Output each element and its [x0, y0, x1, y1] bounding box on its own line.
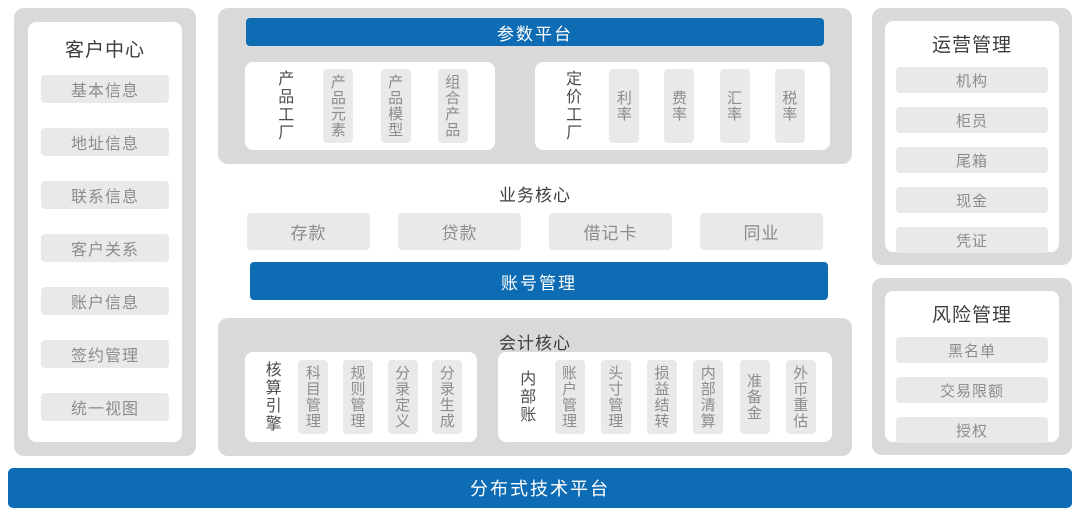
reserve-label: 准备金 — [745, 373, 763, 421]
pricing-factory-label: 定价工厂 — [563, 70, 583, 142]
internal-clearing-label: 内部清算 — [698, 365, 717, 429]
distributed-platform-bar: 分布式技术平台 — [8, 468, 1072, 508]
item-rule-mgmt: 规则管理 — [342, 360, 373, 434]
parameter-platform-header: 参数平台 — [246, 18, 824, 46]
account-management-bar: 账号管理 — [250, 262, 828, 300]
item-account-info: 账户信息 — [41, 287, 169, 315]
item-contract-mgmt: 签约管理 — [41, 340, 169, 368]
panel-risk-mgmt-card: 风险管理 黑名单 交易限额 授权 — [885, 291, 1059, 443]
product-combo-label: 组合产品 — [443, 74, 462, 138]
item-product-element: 产品元素 — [323, 69, 354, 143]
entry-definition-label: 分录定义 — [393, 365, 412, 429]
item-product-combo: 组合产品 — [437, 69, 468, 143]
item-reserve: 准备金 — [739, 360, 770, 434]
item-interbank: 同业 — [700, 213, 823, 250]
item-authorization: 授权 — [896, 417, 1048, 443]
item-entry-generation: 分录生成 — [432, 360, 463, 434]
item-tax-rate: 税率 — [774, 69, 805, 143]
panel-risk-mgmt: 风险管理 黑名单 交易限额 授权 — [872, 278, 1072, 455]
card-internal-account: 内部账 账户管理 头寸管理 损益结转 内部清算 准备金 外币重估 — [498, 352, 832, 442]
item-internal-clearing: 内部清算 — [693, 360, 724, 434]
fee-rate-label: 费率 — [669, 90, 688, 122]
item-contact-info: 联系信息 — [41, 181, 169, 209]
internal-account-label: 内部账 — [517, 370, 537, 424]
panel-parameter-platform: 参数平台 产品工厂 产品元素 产品模型 组合产品 定价工厂 利率 费率 汇率 税… — [218, 8, 852, 164]
item-entry-definition: 分录定义 — [387, 360, 418, 434]
position-mgmt-label: 头寸管理 — [606, 365, 625, 429]
risk-mgmt-list: 黑名单 交易限额 授权 — [885, 337, 1059, 443]
card-accounting-engine: 核算引擎 科目管理 规则管理 分录定义 分录生成 — [245, 352, 477, 442]
fx-revaluation-label: 外币重估 — [791, 365, 810, 429]
product-model-label: 产品模型 — [386, 74, 405, 138]
exchange-rate-label: 汇率 — [725, 90, 744, 122]
item-voucher: 凭证 — [896, 227, 1048, 253]
entry-generation-label: 分录生成 — [437, 365, 456, 429]
panel-customer-center: 客户中心 基本信息 地址信息 联系信息 客户关系 账户信息 签约管理 统一视图 — [14, 8, 196, 456]
item-basic-info: 基本信息 — [41, 75, 169, 103]
operations-mgmt-list: 机构 柜员 尾箱 现金 凭证 — [885, 67, 1059, 253]
item-fx-revaluation: 外币重估 — [785, 360, 816, 434]
item-loan: 贷款 — [398, 213, 521, 250]
tax-rate-label: 税率 — [780, 90, 799, 122]
item-pnl-carryover: 损益结转 — [647, 360, 677, 434]
product-factory-label: 产品工厂 — [275, 70, 295, 142]
item-fee-rate: 费率 — [664, 69, 695, 143]
panel-accounting-core: 会计核心 核算引擎 科目管理 规则管理 分录定义 分录生成 内部账 账户管理 头… — [218, 318, 852, 456]
business-core-title: 业务核心 — [499, 186, 571, 206]
item-exchange-rate: 汇率 — [719, 69, 750, 143]
item-transaction-limit: 交易限额 — [896, 377, 1048, 403]
item-teller: 柜员 — [896, 107, 1048, 133]
item-customer-relation: 客户关系 — [41, 234, 169, 262]
interest-rate-label: 利率 — [614, 90, 633, 122]
product-element-label: 产品元素 — [328, 74, 347, 138]
item-unified-view: 统一视图 — [41, 393, 169, 421]
item-subject-mgmt: 科目管理 — [298, 360, 329, 434]
item-debit-card: 借记卡 — [549, 213, 672, 250]
item-account-mgmt: 账户管理 — [554, 360, 585, 434]
customer-center-list: 基本信息 地址信息 联系信息 客户关系 账户信息 签约管理 统一视图 — [28, 75, 182, 421]
item-position-mgmt: 头寸管理 — [600, 360, 631, 434]
item-blacklist: 黑名单 — [896, 337, 1048, 363]
rule-mgmt-label: 规则管理 — [348, 365, 367, 429]
item-deposit: 存款 — [247, 213, 370, 250]
item-institution: 机构 — [896, 67, 1048, 93]
panel-operations-mgmt: 运营管理 机构 柜员 尾箱 现金 凭证 — [872, 8, 1072, 265]
account-mgmt-label: 账户管理 — [560, 365, 578, 429]
pnl-carryover-label: 损益结转 — [652, 365, 671, 429]
item-interest-rate: 利率 — [609, 69, 640, 143]
subject-mgmt-label: 科目管理 — [303, 365, 322, 429]
accounting-engine-label: 核算引擎 — [262, 361, 282, 433]
risk-mgmt-title: 风险管理 — [931, 304, 1012, 326]
card-product-factory: 产品工厂 产品元素 产品模型 组合产品 — [245, 62, 495, 150]
item-address-info: 地址信息 — [41, 128, 169, 156]
item-product-model: 产品模型 — [380, 69, 411, 143]
panel-operations-mgmt-card: 运营管理 机构 柜员 尾箱 现金 凭证 — [885, 21, 1059, 253]
item-cash: 现金 — [896, 187, 1048, 213]
business-core-row: 存款 贷款 借记卡 同业 — [247, 213, 823, 250]
operations-mgmt-title: 运营管理 — [931, 34, 1012, 56]
item-cash-box: 尾箱 — [896, 147, 1048, 173]
card-pricing-factory: 定价工厂 利率 费率 汇率 税率 — [535, 62, 830, 150]
accounting-core-title: 会计核心 — [499, 334, 571, 354]
panel-customer-center-card: 客户中心 基本信息 地址信息 联系信息 客户关系 账户信息 签约管理 统一视图 — [28, 22, 182, 442]
customer-center-title: 客户中心 — [64, 39, 145, 61]
